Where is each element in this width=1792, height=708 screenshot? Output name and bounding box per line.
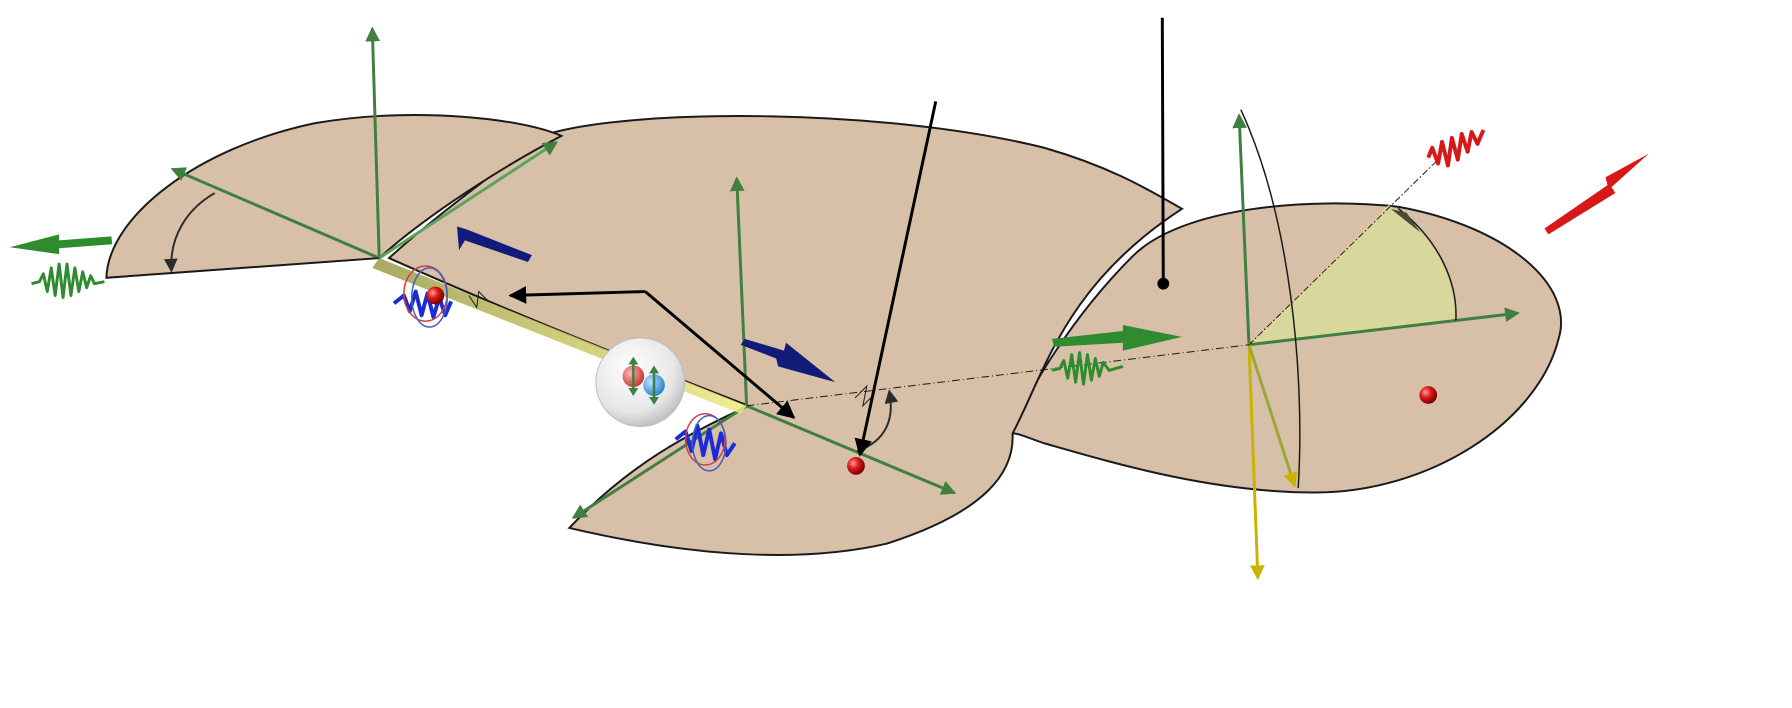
channel-center-right bbox=[746, 344, 1250, 407]
arrow-navy-center bbox=[740, 338, 836, 383]
arrow-red-right bbox=[1544, 153, 1649, 235]
node-left-axes bbox=[105, 26, 559, 279]
axis-yellow-right bbox=[1247, 343, 1265, 581]
axis-yellow-tilted bbox=[1247, 343, 1298, 488]
plane-center bbox=[387, 115, 1184, 556]
nodes bbox=[426, 286, 1438, 475]
axis-z-center bbox=[729, 176, 749, 408]
arrow-green-center bbox=[1051, 325, 1182, 351]
direction-arrows bbox=[9, 153, 1649, 383]
arrow-navy-left bbox=[457, 226, 532, 263]
bell-pair-sphere bbox=[595, 337, 686, 427]
axis-y-center bbox=[745, 404, 957, 495]
photon-blue-left bbox=[392, 265, 453, 328]
axis-y-left bbox=[377, 141, 559, 260]
photon-green-left bbox=[31, 262, 105, 299]
arrow-green-left bbox=[9, 234, 113, 255]
angle-arc-right-outer bbox=[1240, 109, 1301, 489]
plane-left bbox=[105, 114, 564, 279]
pointer-bent-down bbox=[644, 290, 796, 419]
angle-sector-right bbox=[1248, 204, 1456, 345]
node-center bbox=[847, 457, 865, 475]
axis-x-center bbox=[571, 404, 749, 519]
axis-z-left bbox=[365, 26, 381, 260]
node-center-axes bbox=[571, 176, 957, 519]
pointer-line-top bbox=[854, 101, 938, 457]
channel-break-center bbox=[854, 384, 876, 408]
axis-z-right bbox=[1232, 113, 1251, 347]
photon-red-right bbox=[1426, 129, 1486, 168]
node-left bbox=[426, 286, 445, 305]
pointers bbox=[508, 17, 1170, 457]
angle-arc-left bbox=[163, 192, 216, 273]
node-right-axes bbox=[1232, 109, 1520, 581]
node-right bbox=[1419, 386, 1438, 404]
pointer-bent bbox=[508, 286, 646, 304]
figure-body bbox=[9, 17, 1649, 581]
baseline-left bbox=[105, 257, 380, 279]
photon-green-center bbox=[1051, 351, 1124, 386]
channel-break-left bbox=[468, 290, 489, 309]
photons bbox=[31, 129, 1486, 472]
axis-x-right bbox=[1247, 307, 1520, 347]
pointer-line-vertical bbox=[1160, 17, 1165, 283]
emitter-line-right bbox=[1248, 159, 1439, 346]
photon-blue-center bbox=[674, 412, 737, 472]
axis-x-left bbox=[170, 167, 381, 260]
pointer-dot bbox=[1157, 277, 1170, 290]
